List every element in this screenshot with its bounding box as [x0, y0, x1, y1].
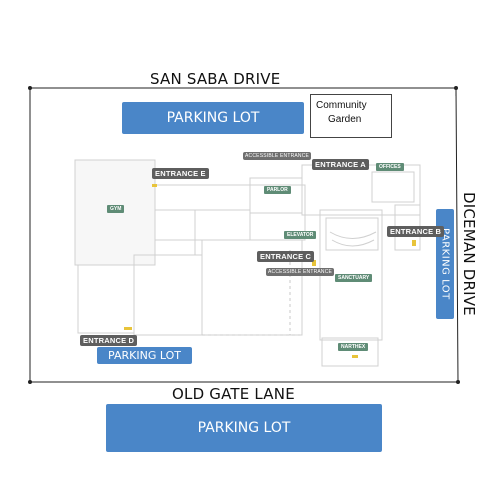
- street-san-saba-drive: SAN SABA DRIVE: [150, 70, 281, 88]
- accessible-entrance-c-label[interactable]: ACCESSIBLE ENTRANCE: [266, 268, 335, 276]
- entrance-b-label[interactable]: ENTRANCE B: [387, 226, 445, 237]
- parking-lot-north[interactable]: PARKING LOT: [122, 102, 304, 134]
- door-marker-c: [312, 260, 316, 266]
- street-old-gate-lane: OLD GATE LANE: [172, 385, 295, 403]
- parking-lot-south[interactable]: PARKING LOT: [106, 404, 382, 452]
- entrance-c-label[interactable]: ENTRANCE C: [257, 251, 315, 262]
- parking-lot-north-label: PARKING LOT: [166, 110, 260, 126]
- door-marker-d: [124, 327, 132, 330]
- door-marker-e: [152, 184, 157, 187]
- parking-lot-southwest[interactable]: PARKING LOT: [97, 347, 192, 364]
- room-parlor: PARLOR: [264, 186, 291, 194]
- community-garden-line1: Community: [316, 100, 367, 111]
- room-elevator: ELEVATOR: [284, 231, 317, 239]
- door-marker-narthex: [352, 355, 358, 358]
- room-gym: GYM: [107, 205, 125, 213]
- room-narthex: NARTHEX: [338, 343, 369, 351]
- parking-lot-east-label: PARKING LOT: [439, 228, 451, 300]
- community-garden-line2: Garden: [328, 114, 362, 125]
- parking-lot-southwest-label: PARKING LOT: [108, 349, 181, 362]
- parking-lot-south-label: PARKING LOT: [197, 420, 291, 436]
- accessible-entrance-north-label[interactable]: ACCESSIBLE ENTRANCE: [243, 152, 312, 160]
- entrance-d-label[interactable]: ENTRANCE D: [80, 335, 138, 346]
- door-marker-b: [412, 240, 416, 246]
- entrance-a-label[interactable]: ENTRANCE A: [312, 159, 369, 170]
- entrance-e-label[interactable]: ENTRANCE E: [152, 168, 209, 179]
- room-offices: OFFICES: [376, 163, 404, 171]
- street-diceman-drive: DICEMAN DRIVE: [460, 192, 478, 316]
- community-garden[interactable]: Community Garden: [310, 94, 392, 138]
- room-sanctuary: SANCTUARY: [335, 274, 373, 282]
